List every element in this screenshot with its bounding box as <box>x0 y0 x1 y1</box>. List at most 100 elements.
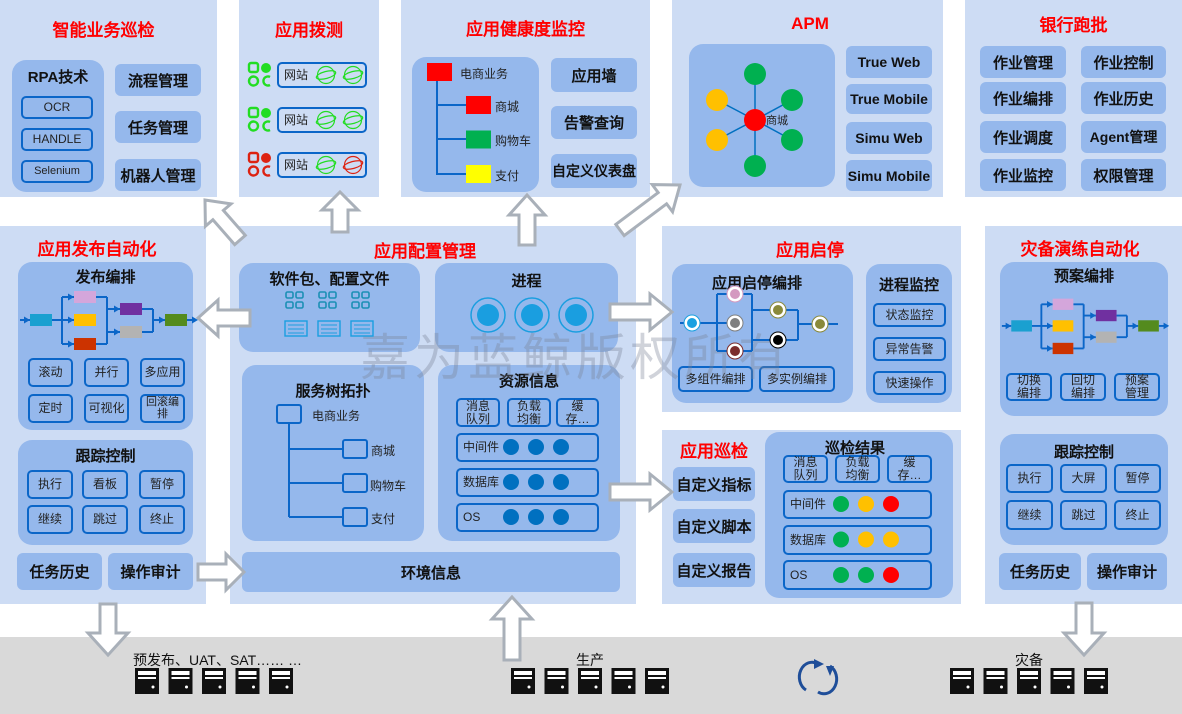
switchback-plan-button[interactable]: 回切编排 <box>1060 373 1106 401</box>
plan-management-button[interactable]: 预案管理 <box>1114 373 1160 401</box>
custom-report-button[interactable]: 自定义报告 <box>673 553 755 587</box>
result-type-cache[interactable]: 缓存… <box>887 455 932 483</box>
app-wall-button[interactable]: 应用墙 <box>551 58 637 92</box>
visual-button[interactable]: 可视化 <box>84 394 129 423</box>
rpa-ocr[interactable]: OCR <box>21 96 93 119</box>
process-management-button[interactable]: 流程管理 <box>115 64 201 96</box>
resource-row-database[interactable]: 数据库 <box>456 468 599 497</box>
rollback-button[interactable]: 回滚编排 <box>140 394 185 423</box>
terminate-button[interactable]: 终止 <box>139 505 185 534</box>
true-web-button[interactable]: True Web <box>846 46 932 78</box>
multi-component-button[interactable]: 多组件编排 <box>678 366 753 392</box>
batch-title: 银行跑批 <box>1039 16 1108 35</box>
true-mobile-button[interactable]: True Mobile <box>846 84 932 114</box>
resource-type-cache[interactable]: 缓存… <box>556 398 599 427</box>
multi-instance-button[interactable]: 多实例编排 <box>759 366 835 392</box>
environments-bar <box>0 637 1182 714</box>
watermark: 嘉为蓝鲸版权所有 <box>360 329 792 387</box>
config-title: 应用配置管理 <box>374 242 476 261</box>
probe-row-3[interactable]: 网站 <box>277 152 367 178</box>
resource-row-middleware[interactable]: 中间件 <box>456 433 599 462</box>
dr-execute-button[interactable]: 执行 <box>1006 464 1053 493</box>
kanban-button[interactable]: 看板 <box>82 470 128 499</box>
service-tree-child: 支付 <box>371 512 396 526</box>
dr-terminate-button[interactable]: 终止 <box>1114 500 1161 530</box>
exception-alert-button[interactable]: 异常告警 <box>873 337 946 361</box>
probe-row-1[interactable]: 网站 <box>277 62 367 88</box>
dr-operation-audit-button[interactable]: 操作审计 <box>1087 553 1167 590</box>
service-tree-title: 服务树拓扑 <box>295 383 371 400</box>
custom-script-button[interactable]: 自定义脚本 <box>673 509 755 543</box>
health-tree-child: 购物车 <box>495 134 532 148</box>
pause-button[interactable]: 暂停 <box>139 470 185 499</box>
health-tree-child: 支付 <box>495 169 520 183</box>
rolling-button[interactable]: 滚动 <box>28 358 73 387</box>
dr-skip-button[interactable]: 跳过 <box>1060 500 1107 530</box>
resource-type-mq[interactable]: 消息队列 <box>456 398 500 427</box>
health-monitor-title: 应用健康度监控 <box>466 20 585 39</box>
resource-row-os[interactable]: OS <box>456 503 599 532</box>
job-scheduling-button[interactable]: 作业调度 <box>980 121 1066 153</box>
result-type-mq[interactable]: 消息队列 <box>783 455 828 483</box>
service-tree-root: 电商业务 <box>312 409 361 423</box>
rpa-handle[interactable]: HANDLE <box>21 128 93 151</box>
result-row-middleware[interactable]: 中间件 <box>783 490 932 519</box>
dr-tracking-title: 跟踪控制 <box>1053 444 1114 461</box>
skip-button[interactable]: 跳过 <box>82 505 128 534</box>
smart-inspection-title: 智能业务巡检 <box>52 21 155 40</box>
simu-mobile-button[interactable]: Simu Mobile <box>846 160 932 191</box>
dr-task-history-button[interactable]: 任务历史 <box>999 553 1081 590</box>
result-row-label: 数据库 <box>790 532 827 547</box>
agent-management-button[interactable]: Agent管理 <box>1081 121 1166 153</box>
switch-plan-button[interactable]: 切换编排 <box>1006 373 1052 401</box>
job-history-button[interactable]: 作业历史 <box>1081 82 1166 114</box>
rpa-title: RPA技术 <box>27 69 89 86</box>
quick-operation-button[interactable]: 快速操作 <box>873 371 946 395</box>
env-label-dr: 灾备 <box>1015 652 1043 668</box>
permission-management-button[interactable]: 权限管理 <box>1081 159 1166 191</box>
multi-app-button[interactable]: 多应用 <box>140 358 185 387</box>
execute-button[interactable]: 执行 <box>27 470 73 499</box>
robot-management-button[interactable]: 机器人管理 <box>115 159 201 191</box>
result-row-database[interactable]: 数据库 <box>783 525 932 555</box>
dr-continue-button[interactable]: 继续 <box>1006 500 1053 530</box>
custom-metric-button[interactable]: 自定义指标 <box>673 467 755 501</box>
result-row-label: 中间件 <box>790 497 827 512</box>
job-orchestration-button[interactable]: 作业编排 <box>980 82 1066 114</box>
job-control-button[interactable]: 作业控制 <box>1081 46 1166 78</box>
app-probe-title: 应用拨测 <box>275 21 343 40</box>
operation-audit-button[interactable]: 操作审计 <box>108 553 193 590</box>
scheduled-button[interactable]: 定时 <box>28 394 73 423</box>
service-tree-child: 购物车 <box>370 479 407 493</box>
service-tree-child: 商城 <box>371 444 396 458</box>
process-monitor-group <box>866 264 952 403</box>
environment-info-button[interactable]: 环境信息 <box>242 552 620 592</box>
alert-query-button[interactable]: 告警查询 <box>551 106 637 139</box>
dr-title: 灾备演练自动化 <box>1020 240 1140 259</box>
probe-row-2[interactable]: 网站 <box>277 107 367 133</box>
task-management-button[interactable]: 任务管理 <box>115 111 201 143</box>
parallel-button[interactable]: 并行 <box>84 358 129 387</box>
health-tree-child: 商城 <box>495 100 520 114</box>
rpa-group <box>12 60 104 192</box>
job-management-button[interactable]: 作业管理 <box>980 46 1066 78</box>
resource-row-label: 中间件 <box>463 440 500 455</box>
resources-title: 资源信息 <box>498 373 559 390</box>
dr-pause-button[interactable]: 暂停 <box>1114 464 1161 493</box>
job-monitoring-button[interactable]: 作业监控 <box>980 159 1066 191</box>
resource-type-lb[interactable]: 负载均衡 <box>507 398 551 427</box>
result-row-os[interactable]: OS <box>783 560 932 590</box>
dr-tracking-group <box>1000 434 1168 545</box>
custom-dashboard-button[interactable]: 自定义仪表盘 <box>551 154 637 188</box>
task-history-button[interactable]: 任务历史 <box>17 553 102 590</box>
status-monitor-button[interactable]: 状态监控 <box>873 303 946 327</box>
continue-button[interactable]: 继续 <box>27 505 73 534</box>
dr-bigscreen-button[interactable]: 大屏 <box>1060 464 1107 493</box>
inspection-results-title: 巡检结果 <box>824 440 885 457</box>
simu-web-button[interactable]: Simu Web <box>846 122 932 154</box>
start-stop-title: 应用启停 <box>776 241 844 260</box>
health-tree-root: 电商业务 <box>460 67 509 81</box>
rpa-selenium[interactable]: Selenium <box>21 160 93 183</box>
release-tracking-group <box>18 440 193 545</box>
result-type-lb[interactable]: 负载均衡 <box>835 455 880 483</box>
